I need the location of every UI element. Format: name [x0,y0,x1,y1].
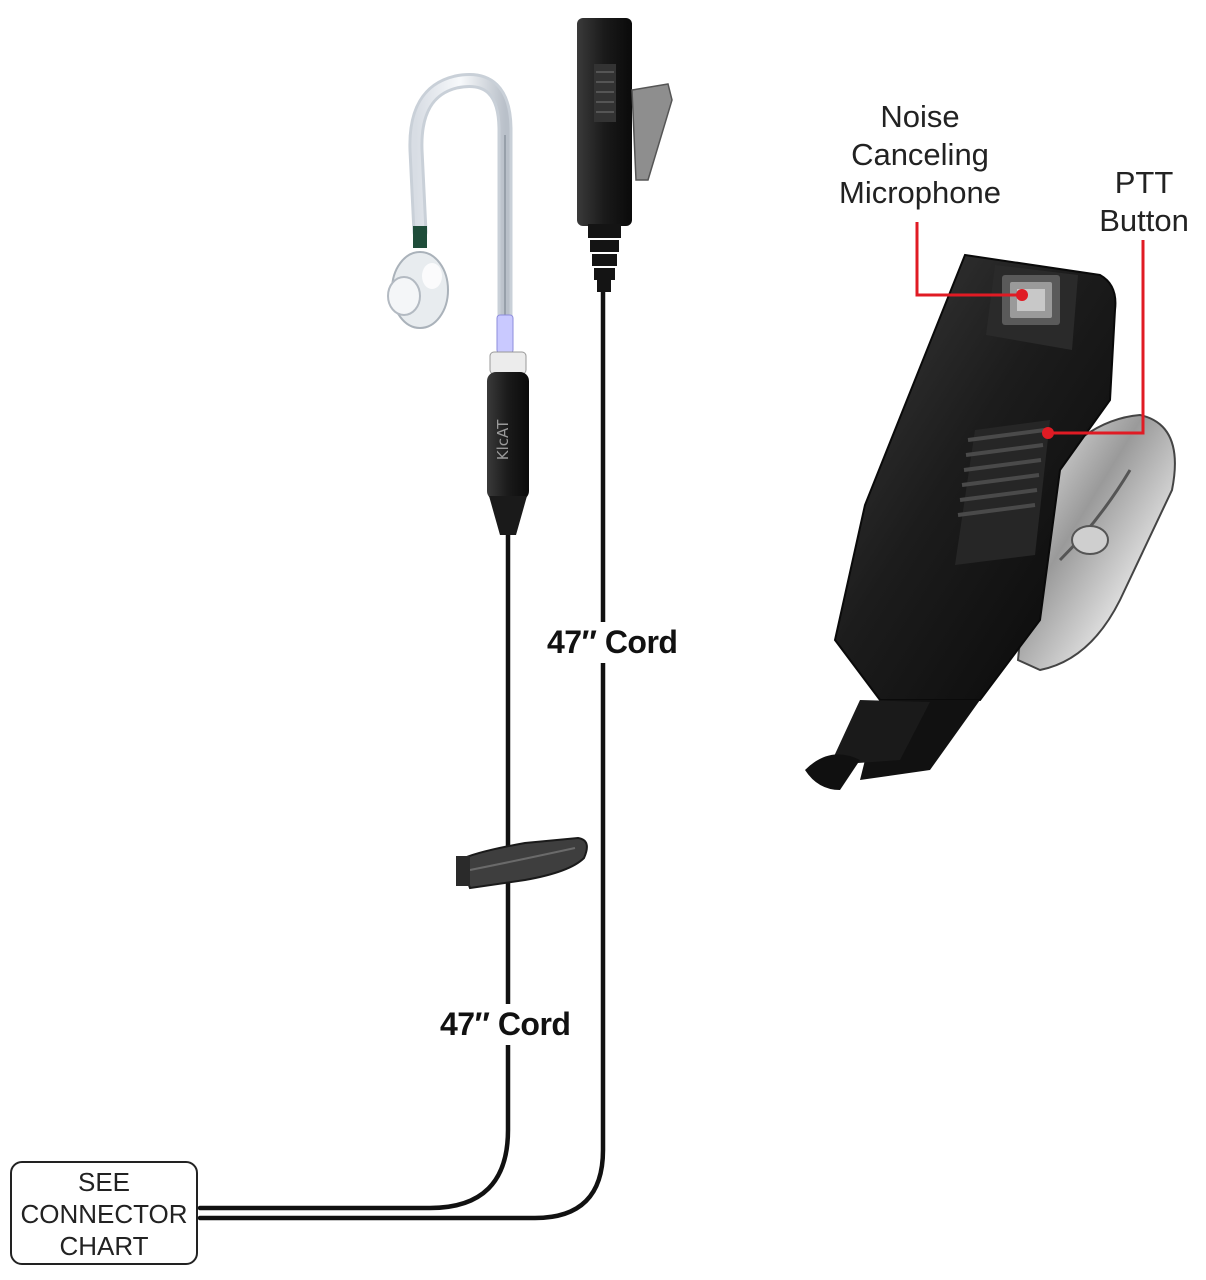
mic-label-line-1: Noise [880,99,960,134]
mic-label-line-2: Canceling [851,137,989,172]
inline-transducer: KlcAT [487,351,529,535]
ptt-closeup [805,253,1176,790]
ptt-callout-line [1050,240,1145,435]
earpiece-cable [197,532,511,1211]
mic-label-line-3: Microphone [839,175,1001,210]
ptt-label-line-1: PTT [1114,165,1174,200]
connector-box-line-1: SEE [77,1167,131,1197]
callout-lines [915,222,1145,439]
small-ptt-unit [577,18,673,292]
connector-box-line-2: CONNECTOR [20,1199,188,1229]
svg-text:KlcAT: KlcAT [494,419,512,460]
cables [197,287,606,1221]
ptt-label: PTT Button [1084,164,1204,240]
ptt-label-line-2: Button [1099,203,1189,238]
ptt-cable [197,287,606,1221]
mic-callout-line [915,222,1020,297]
cable-clip [456,836,588,890]
mic-label: Noise Canceling Microphone [805,98,1035,212]
acoustic-tube-earpiece [387,73,514,354]
connector-box-line-3: CHART [59,1231,149,1261]
left-cord-length-label: 47″ Cord [436,1004,575,1045]
right-cord-length-label: 47″ Cord [543,622,682,663]
connector-chart-box: SEE CONNECTOR CHART [10,1161,198,1265]
